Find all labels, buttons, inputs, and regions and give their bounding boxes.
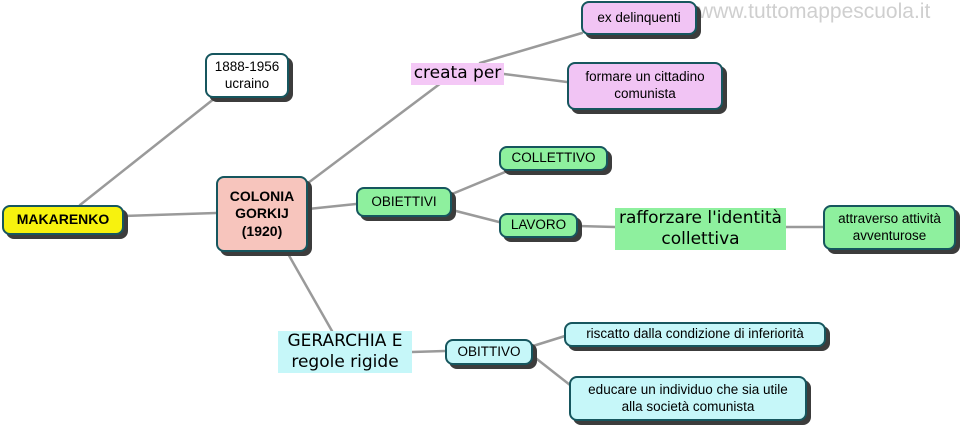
node-dates: 1888-1956 ucraino [205,53,289,98]
connector-obiettivi-collettivo [450,168,512,196]
label-gerarchia-line-2: regole rigide [291,352,399,372]
connector-gerarchia-obittivo [410,349,447,354]
node-obiettivi-label: OBIETTIVI [371,193,437,209]
node-obiettivi: OBIETTIVI [356,187,452,217]
label-gerarchia: GERARCHIA E regole rigide [278,331,412,373]
connector-obiettivi-lavoro [450,208,501,224]
connector-creata-cittadino [502,72,569,84]
node-lavoro-label: LAVORO [510,217,567,233]
node-collettivo: COLLETTIVO [499,146,608,171]
label-creata-per: creata per [411,63,504,85]
label-creata-per-text: creata per [413,63,502,84]
node-attivita-line-2: avventurose [852,227,927,243]
node-cittadino-line-1: formare un cittadino [585,69,705,85]
node-educare-line-2: alla società comunista [621,398,755,414]
node-cittadino-comunista: formare un cittadino comunista [567,62,723,110]
connector-colonia-obiettivi [306,202,358,211]
node-colonia-line-1: COLONIA [229,187,295,204]
node-riscatto-label: riscatto dalla condizione di inferiorità [586,326,804,342]
connector-obittivo-riscatto [531,334,567,348]
node-dates-line-1: 1888-1956 [214,58,280,74]
node-colonia-gorkij: COLONIA GORKIJ (1920) [216,176,308,252]
connector-lavoro-identita [576,224,617,229]
connector-makarenko-colonia [122,211,218,218]
node-obittivo-label: OBITTIVO [457,343,521,359]
node-educare-individuo: educare un individuo che sia utile alla … [569,376,807,421]
label-identita-line-2: collettiva [661,229,740,249]
site-watermark: www.tuttomappescuola.it [698,0,931,23]
node-colonia-line-3: (1920) [241,222,283,239]
node-educare-line-1: educare un individuo che sia utile [588,381,788,397]
node-collettivo-label: COLLETTIVO [511,150,596,166]
node-attivita-line-1: attraverso attività [838,210,941,226]
node-dates-line-2: ucraino [224,75,270,91]
connector-colonia-gerarchia [285,250,334,333]
node-attivita-avventurose: attraverso attività avventurose [823,205,956,250]
connector-creata-exdelinquenti [478,31,584,65]
connector-obittivo-educare [531,354,572,387]
connector-colonia-creata [306,78,447,185]
node-makarenko-label: MAKARENKO [16,211,110,228]
node-cittadino-line-2: comunista [614,86,676,101]
node-riscatto: riscatto dalla condizione di inferiorità [564,322,826,347]
label-gerarchia-line-1: GERARCHIA E [287,330,403,351]
connector-makarenko-dates [78,96,217,207]
node-colonia-line-2: GORKIJ [235,205,289,222]
label-identita-collettiva: rafforzare l'identità collettiva [615,208,786,250]
node-ex-delinquenti: ex delinquenti [581,1,697,35]
label-identita-line-1: rafforzare l'identità [619,207,782,228]
node-obittivo: OBITTIVO [445,339,533,365]
node-lavoro: LAVORO [499,213,578,238]
node-ex-delinquenti-label: ex delinquenti [597,9,681,25]
node-makarenko: MAKARENKO [2,205,124,235]
